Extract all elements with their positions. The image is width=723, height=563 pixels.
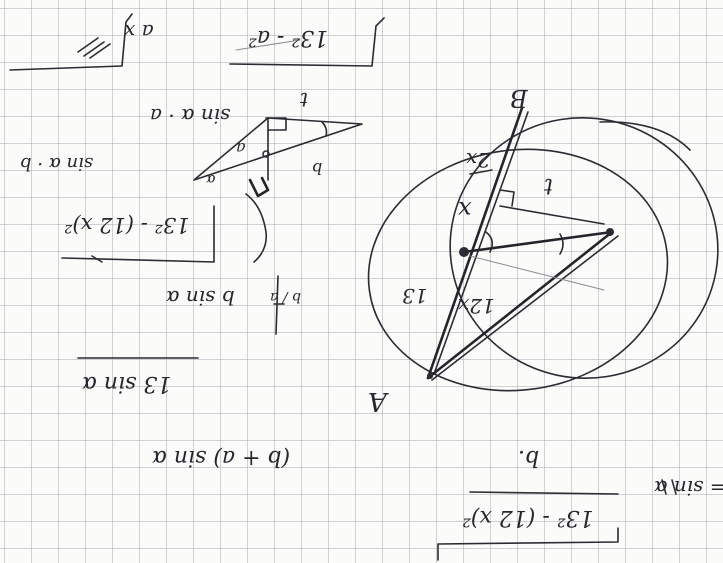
note-13-sin-alpha: 13 sin α <box>82 371 172 396</box>
top-radical <box>229 17 385 67</box>
equals-mark <box>661 479 677 495</box>
top-left-radical <box>9 13 133 71</box>
figure-point-b: B <box>510 84 528 112</box>
note-b-dot: b. <box>518 445 540 470</box>
figure-label-13: 13 <box>402 284 428 308</box>
note-sin-eq: = sin α <box>654 476 723 500</box>
note-a-small: a <box>236 139 246 158</box>
note-13-12x: 13² - (12 x)² <box>64 213 190 237</box>
note-sin-alpha-b: sin α · b <box>20 153 94 174</box>
note-b-plus-a-sin: (b + a) sin α <box>152 445 291 470</box>
note-13-a2: 13² - a² <box>248 25 329 50</box>
note-sin-alpha-a: sin α · a <box>150 104 231 128</box>
figure-label-x: x <box>458 196 472 224</box>
note-t-small: t <box>300 88 309 112</box>
figure-label-2x: 2x <box>466 148 491 172</box>
note-b-over-a: b / a <box>270 289 301 305</box>
figure-label-12x: 12x <box>458 294 495 318</box>
left-radical <box>61 205 215 263</box>
vertical-fraction <box>273 275 285 335</box>
main-figure <box>367 106 719 392</box>
note-ax: a x <box>124 20 154 44</box>
note-alpha-small: α <box>206 171 216 187</box>
bottom-radical <box>437 491 619 561</box>
note-b-sin-alpha: b sin α <box>166 286 235 310</box>
figure-point-a: A <box>368 386 387 416</box>
figure-label-t: t <box>544 173 553 198</box>
note-b-small: b <box>312 159 323 178</box>
small-triangle <box>193 117 363 263</box>
note-bottom-sqrt: 13² - (12 x)² <box>462 505 594 530</box>
